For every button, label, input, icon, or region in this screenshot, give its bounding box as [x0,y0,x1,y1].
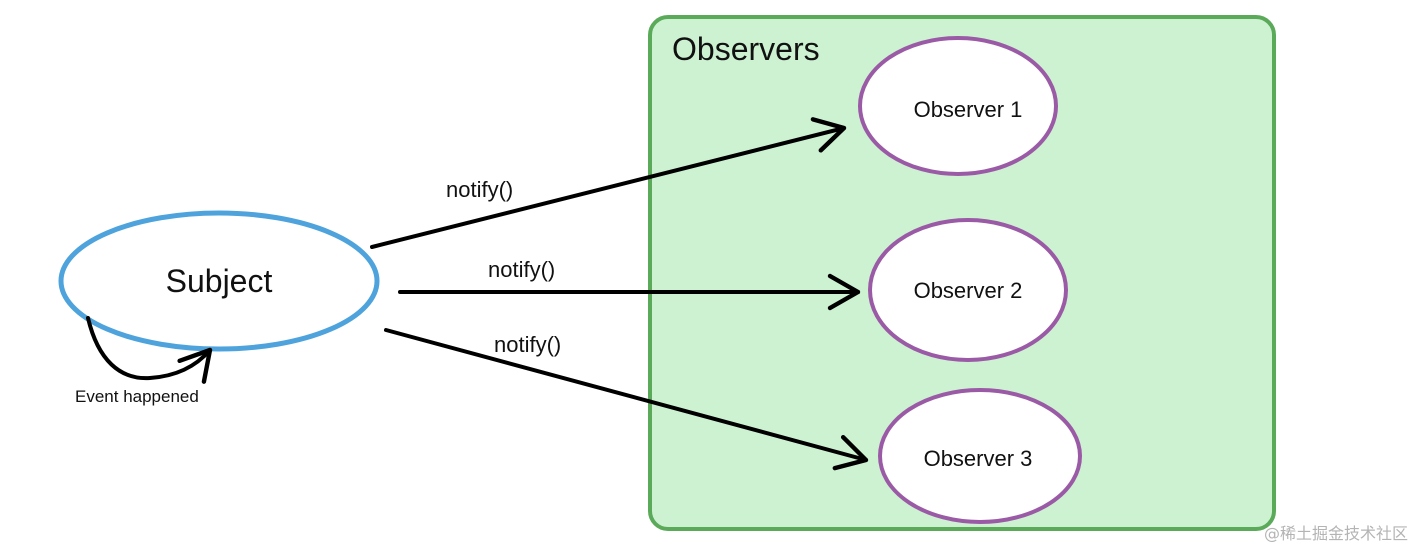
observer-node-2 [868,218,1068,362]
observer-node-3 [878,388,1082,524]
notify-arrow-3 [384,328,869,471]
notify-label-1: notify() [446,177,513,202]
subject-label: Subject [166,263,273,299]
observer-node-1 [858,36,1058,176]
watermark: @稀土掘金技术社区 [1263,524,1408,543]
notify-label-2: notify() [488,257,555,282]
observer-label-3: Observer 3 [924,446,1033,471]
self-loop-label: Event happened [75,387,199,406]
notify-arrow-1 [370,117,847,249]
notify-label-3: notify() [494,332,561,357]
self-loop-arrow [86,316,213,384]
subject-node [58,210,380,352]
observer-label-2: Observer 2 [914,278,1023,303]
observer-label-1: Observer 1 [914,97,1023,122]
observers-group-title: Observers [672,31,820,67]
